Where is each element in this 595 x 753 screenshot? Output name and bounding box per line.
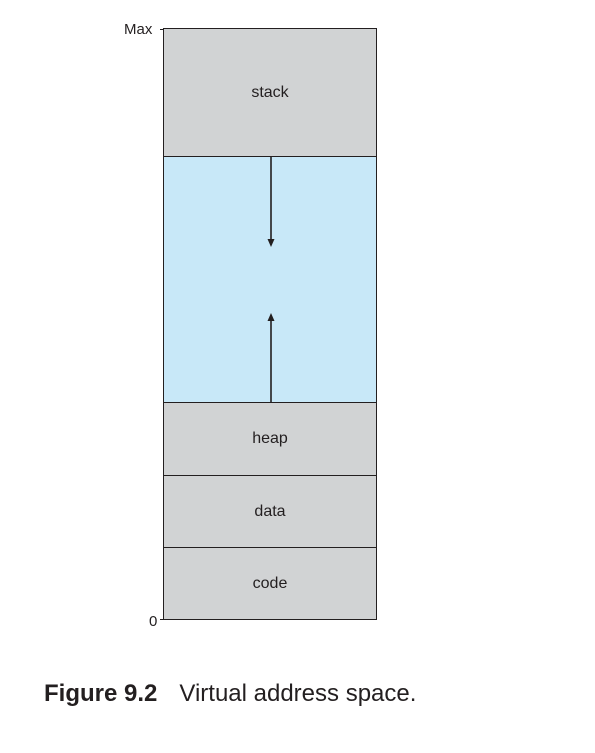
address-space-column: stack heap data code [163, 28, 377, 620]
data-label: data [254, 502, 286, 520]
stack-segment: stack [164, 29, 376, 157]
figure-caption: Figure 9.2 Virtual address space. [44, 680, 416, 709]
stack-label: stack [251, 84, 289, 101]
figure-number: Figure 9.2 [44, 680, 158, 707]
zero-address-label: 0 [149, 613, 158, 630]
growth-arrows [267, 157, 275, 403]
zero-address-tick [160, 619, 164, 620]
max-address-tick [160, 29, 164, 30]
max-address-label: Max [124, 21, 153, 38]
heap-growth-up-arrow [267, 313, 275, 403]
code-segment: code [164, 548, 376, 619]
stack-growth-down-arrow [267, 157, 275, 247]
heap-segment: heap [164, 403, 376, 476]
figure-caption-text: Virtual address space. [179, 680, 417, 707]
free-space-region [164, 157, 376, 403]
code-label: code [252, 574, 288, 592]
data-segment: data [164, 476, 376, 548]
heap-label: heap [252, 430, 288, 447]
